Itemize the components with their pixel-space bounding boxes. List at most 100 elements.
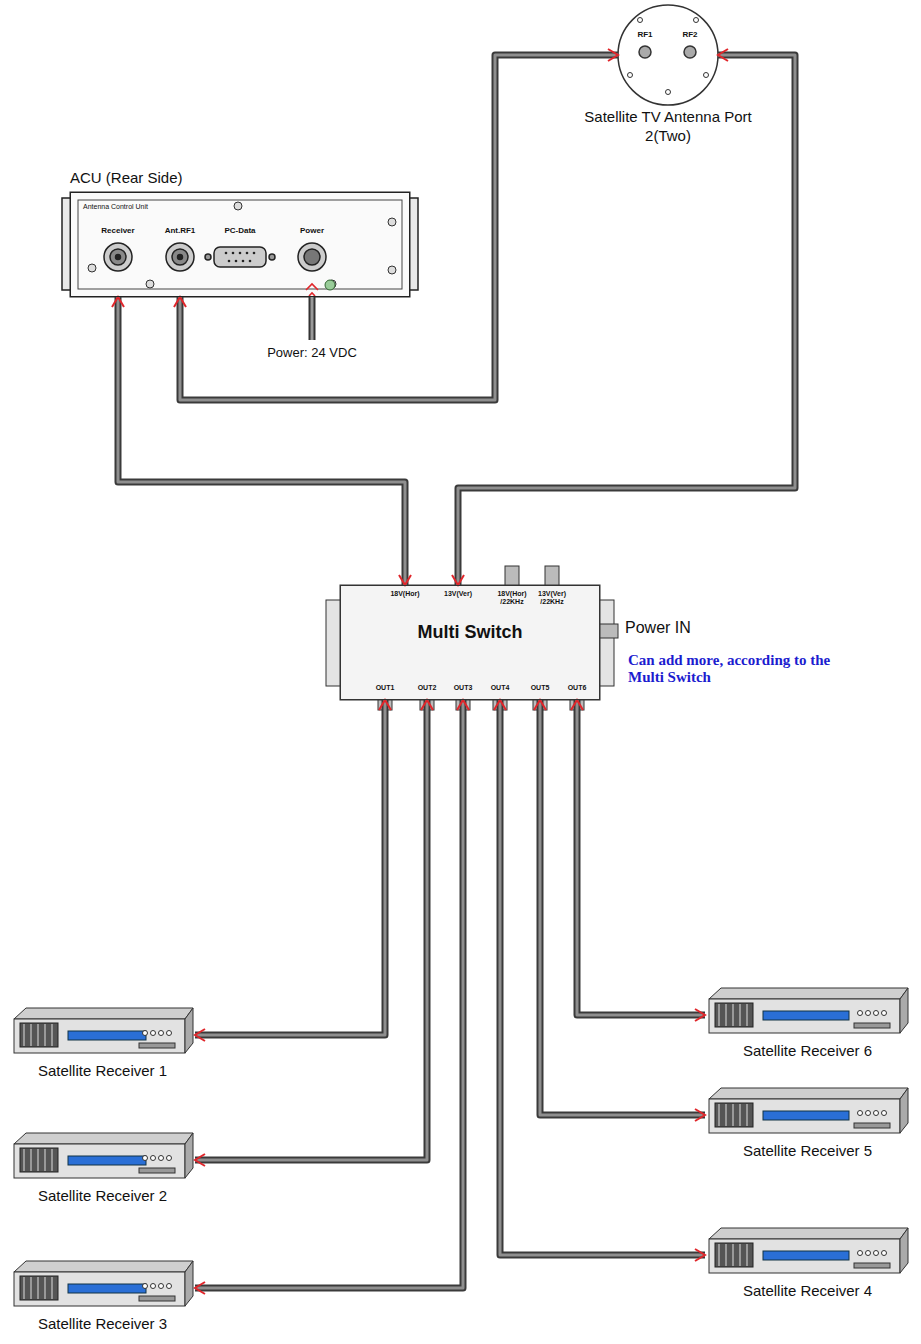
antenna-space <box>578 2 758 108</box>
vent-stroke <box>725 1244 727 1266</box>
receiver-button <box>874 1111 879 1116</box>
receiver-strip <box>139 1043 175 1048</box>
vent-stroke <box>746 1104 748 1126</box>
vent-stroke <box>718 1004 720 1026</box>
receiver-front <box>709 1239 900 1273</box>
arrow-mark <box>306 284 318 296</box>
receiver-top <box>709 1088 908 1099</box>
vent-stroke <box>44 1277 46 1299</box>
power-cable <box>309 297 316 340</box>
receiver-button <box>151 1156 156 1161</box>
vent-stroke <box>739 1004 741 1026</box>
receiver-icon <box>705 985 910 1040</box>
receiver-button <box>159 1031 164 1036</box>
cable-outer <box>577 700 705 1015</box>
receiver-display <box>68 1156 146 1165</box>
power-label: Power IN <box>625 619 765 637</box>
vent-stroke <box>30 1024 32 1046</box>
receiver-top <box>14 1008 193 1019</box>
vent-stroke <box>37 1024 39 1046</box>
receiver-front <box>709 999 900 1033</box>
vent-stroke <box>44 1149 46 1171</box>
cable-inner <box>180 55 618 400</box>
acu-frame <box>78 200 402 289</box>
cable-connector <box>458 55 795 585</box>
receiver-button <box>143 1284 148 1289</box>
ground-screw <box>325 280 335 290</box>
vent-stroke <box>51 1277 53 1299</box>
cable-inner <box>195 700 427 1160</box>
receiver-button <box>874 1011 879 1016</box>
receiver-side <box>185 1261 193 1306</box>
cable-inner <box>540 700 705 1115</box>
receiver-button <box>866 1251 871 1256</box>
antenna-ports <box>639 46 696 58</box>
receiver-node: Satellite Receiver 3 <box>10 1258 195 1332</box>
cable-outer <box>500 700 705 1255</box>
vent-stroke <box>718 1104 720 1126</box>
receiver-button <box>858 1251 863 1256</box>
port-name: Ant.RF1 <box>152 226 208 235</box>
node-label: Multi Switch <box>341 622 599 643</box>
cable-outer <box>195 700 427 1160</box>
receiver-top <box>709 1228 908 1239</box>
receiver-icon <box>10 1005 195 1060</box>
cable-inner <box>458 55 795 585</box>
port-name: PC-Data <box>212 226 268 235</box>
receiver-strip <box>139 1168 175 1173</box>
port-name: Receiver <box>90 226 146 235</box>
receiver-button <box>151 1031 156 1036</box>
receiver-icon <box>705 1085 910 1140</box>
power-cable <box>311 297 314 340</box>
receiver-button <box>882 1251 887 1256</box>
port-name: OUT5 <box>524 684 556 692</box>
vent-stroke <box>30 1277 32 1299</box>
vent-stroke <box>30 1149 32 1171</box>
node-label: Satellite Receiver 1 <box>10 1062 195 1079</box>
receiver-strip <box>139 1296 175 1301</box>
receiver-side <box>185 1008 193 1053</box>
node-label: Satellite Receiver 6 <box>705 1042 910 1059</box>
receiver-display <box>763 1011 849 1020</box>
receiver-node: Satellite Receiver 4 <box>705 1225 910 1299</box>
receiver-top <box>14 1261 193 1272</box>
cable-inner <box>195 700 385 1035</box>
cable-inner <box>577 700 705 1015</box>
port-name: 13V(Ver) <box>435 590 481 598</box>
receiver-button <box>167 1156 172 1161</box>
receiver-display <box>68 1284 146 1293</box>
receiver-strip <box>854 1263 890 1268</box>
vent-stroke <box>739 1104 741 1126</box>
receiver-side <box>900 988 908 1033</box>
receiver-top <box>14 1133 193 1144</box>
db9-pins <box>225 252 256 263</box>
receiver-button <box>866 1011 871 1016</box>
receiver-display <box>763 1111 849 1120</box>
vent-stroke <box>37 1149 39 1171</box>
receiver-button <box>143 1031 148 1036</box>
port-name: OUT3 <box>447 684 479 692</box>
receiver-vent <box>20 1023 58 1047</box>
receiver-node: Satellite Receiver 2 <box>10 1130 195 1204</box>
node-label: Satellite Receiver 5 <box>705 1142 910 1159</box>
vent-stroke <box>718 1244 720 1266</box>
vent-stroke <box>44 1024 46 1046</box>
node-heading: ACU (Rear Side) <box>70 168 410 192</box>
cable-outer <box>195 700 385 1035</box>
receiver-side <box>900 1228 908 1273</box>
switch-body <box>340 585 600 700</box>
cable-inner <box>195 700 463 1288</box>
vent-stroke <box>746 1244 748 1266</box>
receiver-button <box>151 1284 156 1289</box>
receiver-icon <box>10 1258 195 1313</box>
node-label: Satellite Receiver 4 <box>705 1282 910 1299</box>
acu-panel-outline: Antenna Control Unit <box>70 192 410 297</box>
receiver-icon <box>705 1225 910 1280</box>
receiver-front <box>14 1144 185 1178</box>
port-name: OUT4 <box>484 684 516 692</box>
receiver-button <box>858 1111 863 1116</box>
acu-panel <box>70 192 410 297</box>
cable-outer <box>195 700 463 1288</box>
receiver-display <box>68 1031 146 1040</box>
port-name: RF2 <box>677 30 703 39</box>
